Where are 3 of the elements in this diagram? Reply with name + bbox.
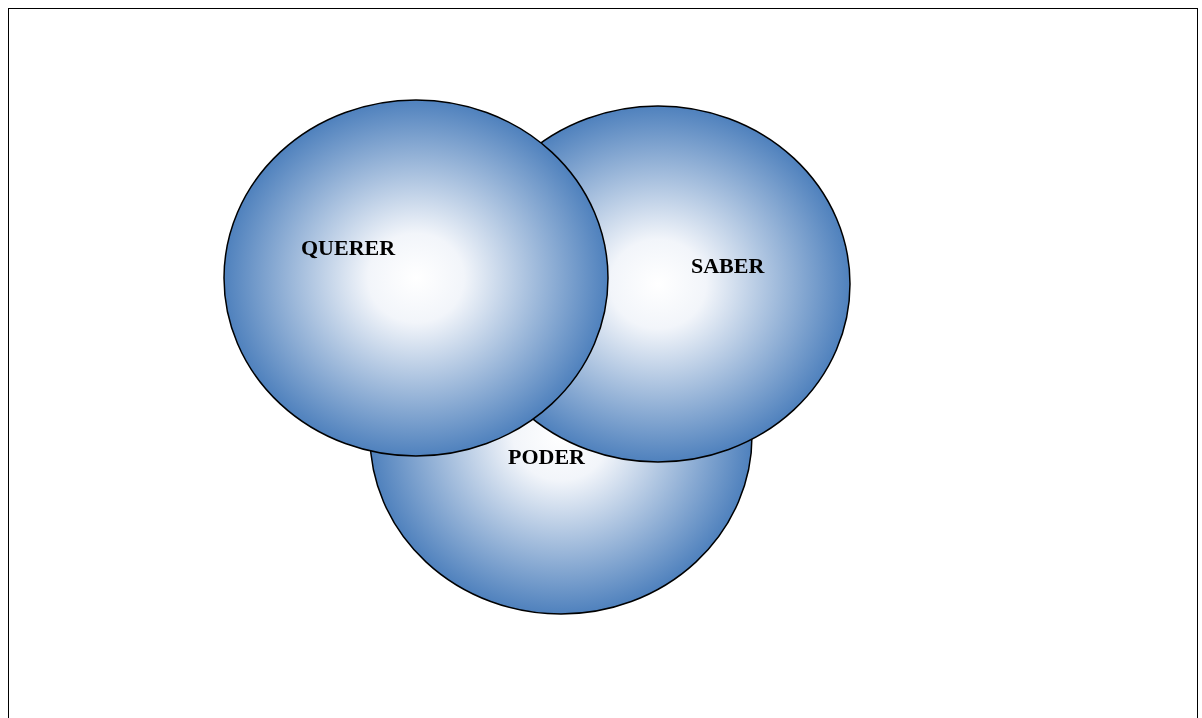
circle-label: SABER [691,253,765,279]
circle-label: PODER [508,444,585,470]
circle-label: QUERER [301,235,396,261]
